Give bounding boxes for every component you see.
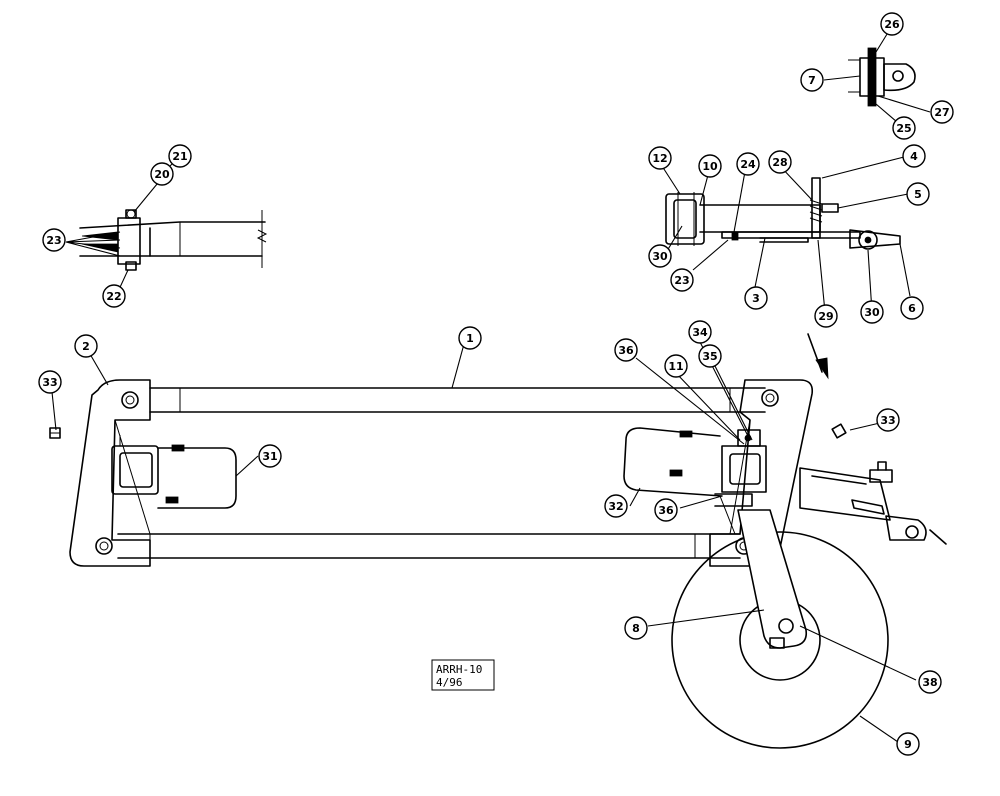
callout-bubbles: 1 2 3 4 5 6 7 8 9 10 11 12 20 21 22 23 2…	[38, 12, 954, 756]
callout-25: 25	[892, 116, 916, 140]
svg-text:4: 4	[910, 150, 918, 163]
svg-text:21: 21	[172, 150, 187, 163]
callout-35: 35	[698, 344, 722, 368]
callout-36-bottom: 36	[654, 498, 678, 522]
svg-text:22: 22	[106, 290, 121, 303]
callout-10: 10	[698, 154, 722, 178]
callout-26: 26	[880, 12, 904, 36]
svg-text:36: 36	[658, 504, 674, 517]
direction-arrow	[807, 333, 829, 380]
callout-38: 38	[918, 670, 942, 694]
drawing-stamp: ARRH-10 4/96	[431, 659, 495, 691]
svg-text:24: 24	[740, 158, 756, 171]
set-screws	[49, 423, 847, 439]
left-u-bolt-bracket	[111, 435, 237, 509]
callout-20: 20	[150, 162, 174, 186]
callout-23-left: 23	[42, 228, 66, 252]
svg-text:30: 30	[864, 306, 880, 319]
svg-text:28: 28	[772, 156, 787, 169]
callout-31: 31	[258, 444, 282, 468]
bottom-bar	[117, 533, 741, 559]
hitch-assembly	[799, 461, 947, 545]
callout-30-right: 30	[860, 300, 884, 324]
callout-34: 34	[688, 320, 712, 344]
callout-5: 5	[906, 182, 930, 206]
svg-text:20: 20	[154, 168, 170, 181]
svg-text:11: 11	[668, 360, 683, 373]
callout-29: 29	[814, 304, 838, 328]
right-u-bolt-bracket	[623, 427, 767, 535]
callout-12: 12	[648, 146, 672, 170]
callout-7: 7	[800, 68, 824, 92]
callout-3: 3	[744, 286, 768, 310]
svg-text:30: 30	[652, 250, 668, 263]
svg-text:1: 1	[466, 332, 474, 345]
svg-text:31: 31	[262, 450, 277, 463]
main-frame	[69, 379, 814, 567]
svg-text:34: 34	[692, 326, 708, 339]
callout-33-right: 33	[876, 408, 900, 432]
callout-4: 4	[902, 144, 926, 168]
wheel-assembly	[671, 509, 889, 749]
svg-text:23: 23	[46, 234, 61, 247]
callout-11: 11	[664, 354, 688, 378]
svg-text:23: 23	[674, 274, 689, 287]
svg-text:35: 35	[702, 350, 717, 363]
callout-9: 9	[896, 732, 920, 756]
svg-text:36: 36	[618, 344, 634, 357]
callout-24: 24	[736, 152, 760, 176]
stamp-line-1: ARRH-10	[436, 663, 482, 676]
detail-side-view	[665, 177, 901, 250]
callout-6: 6	[900, 296, 924, 320]
svg-text:9: 9	[904, 738, 912, 751]
callout-33-left: 33	[38, 370, 62, 394]
wheel	[671, 531, 889, 749]
callout-27: 27	[930, 100, 954, 124]
callout-23-right: 23	[670, 268, 694, 292]
svg-text:6: 6	[908, 302, 916, 315]
callout-28: 28	[768, 150, 792, 174]
svg-text:2: 2	[82, 340, 90, 353]
svg-text:10: 10	[702, 160, 718, 173]
detail-hitch-clevis	[848, 47, 916, 107]
svg-text:8: 8	[632, 622, 640, 635]
svg-text:33: 33	[42, 376, 57, 389]
callout-1: 1	[458, 326, 482, 350]
callout-36-top: 36	[614, 338, 638, 362]
svg-text:5: 5	[914, 188, 922, 201]
callout-2: 2	[74, 334, 98, 358]
svg-text:38: 38	[922, 676, 937, 689]
svg-text:12: 12	[652, 152, 667, 165]
svg-text:27: 27	[934, 106, 949, 119]
top-bar	[149, 387, 766, 413]
left-end-plate	[69, 379, 151, 567]
callout-32: 32	[604, 494, 628, 518]
callout-30-left: 30	[648, 244, 672, 268]
svg-text:3: 3	[752, 292, 760, 305]
svg-text:33: 33	[880, 414, 895, 427]
stamp-line-2: 4/96	[436, 676, 463, 689]
callout-22: 22	[102, 284, 126, 308]
callout-8: 8	[624, 616, 648, 640]
svg-text:32: 32	[608, 500, 623, 513]
svg-text:7: 7	[808, 74, 816, 87]
svg-text:29: 29	[818, 310, 833, 323]
callout-21: 21	[168, 144, 192, 168]
svg-text:25: 25	[896, 122, 911, 135]
svg-text:26: 26	[884, 18, 900, 31]
